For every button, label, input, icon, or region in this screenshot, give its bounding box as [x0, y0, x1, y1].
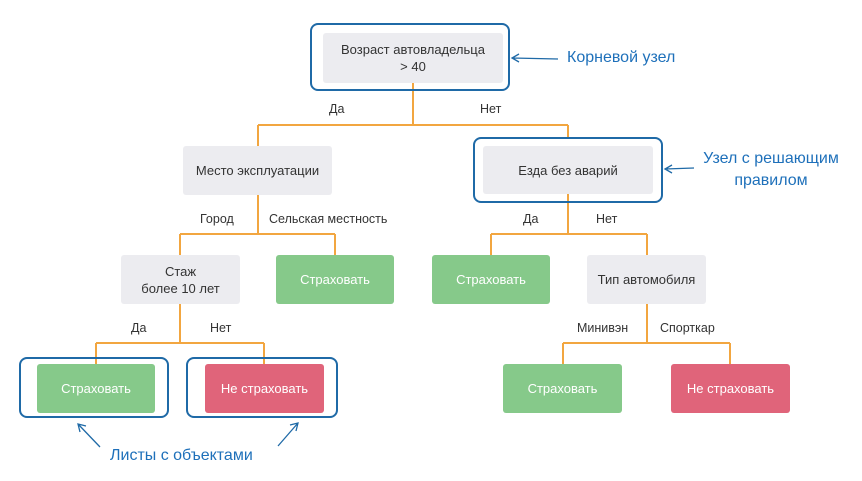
edge-label-rural: Сельская местность	[269, 212, 388, 226]
leaf-not-insure-experience: Не страховать	[205, 364, 324, 413]
leaf-insure-no-accidents: Страховать	[432, 255, 550, 304]
annotation-leaves: Листы с объектами	[110, 447, 253, 464]
edge-place-split	[179, 195, 336, 255]
root-node-highlight	[310, 23, 510, 91]
edge-label-accidents-no: Нет	[596, 212, 618, 226]
annotation-root-node: Корневой узел	[567, 49, 676, 66]
arrow-to-root-node	[510, 53, 559, 63]
leaf-insure-rural: Страховать	[276, 255, 394, 304]
node-place-of-use: Место эксплуатации	[183, 146, 332, 195]
leaf-not-insure-sportcar: Не страховать	[671, 364, 790, 413]
edge-root-split	[257, 83, 569, 146]
leaf-highlight-left	[19, 357, 169, 418]
edge-label-experience-no: Нет	[210, 321, 232, 335]
decision-node-highlight	[473, 137, 663, 203]
arrow-to-leaf-right	[277, 422, 299, 447]
annotation-decision-node: Узел с решающим правилом	[703, 150, 839, 189]
root-node: Возраст автовладельца > 40	[323, 33, 503, 83]
edge-experience-split	[95, 304, 265, 364]
edge-cartype-split	[562, 304, 731, 364]
edge-label-minivan: Минивэн	[577, 321, 629, 335]
edge-label-accidents-yes: Да	[523, 212, 539, 226]
node-experience: Стаж более 10 лет	[121, 255, 240, 304]
leaf-insure-minivan: Страховать	[503, 364, 622, 413]
leaf-insure-experience: Страховать	[37, 364, 155, 413]
edge-label-root-no: Нет	[480, 102, 502, 116]
edge-accidents-split	[490, 194, 648, 255]
node-car-type: Тип автомобиля	[587, 255, 706, 304]
arrow-to-decision-node	[663, 164, 695, 174]
edge-label-experience-yes: Да	[131, 321, 147, 335]
edge-label-root-yes: Да	[329, 102, 345, 116]
arrow-to-leaf-left	[77, 423, 101, 448]
node-no-accidents: Езда без аварий	[483, 146, 653, 194]
edge-label-city: Город	[200, 212, 234, 226]
leaf-highlight-right	[186, 357, 338, 418]
edge-label-sportcar: Спорткар	[660, 321, 715, 335]
